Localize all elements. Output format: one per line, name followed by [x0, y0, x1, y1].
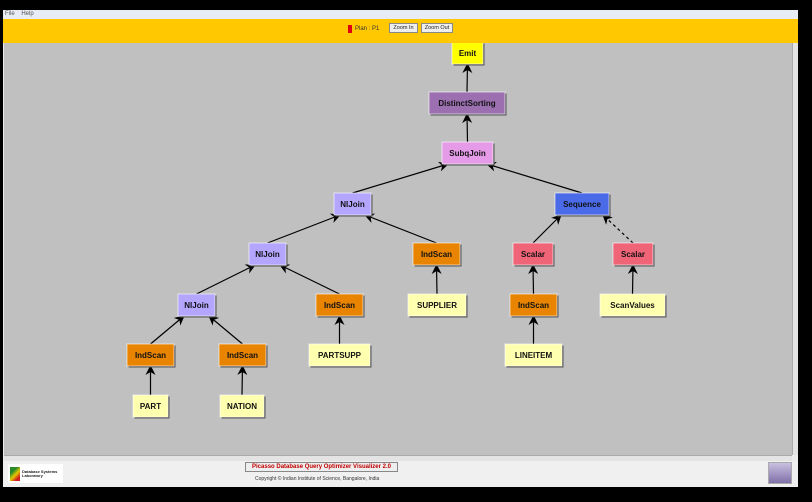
menu-file[interactable]: File [5, 11, 15, 17]
plan-edge [208, 315, 243, 345]
node-label: SUPPLIER [417, 301, 457, 310]
node-box [407, 293, 467, 317]
node-box [599, 293, 666, 317]
app-title-button[interactable]: Picasso Database Query Optimizer Visuali… [245, 462, 398, 472]
plan-edge [279, 264, 340, 295]
plan-node-sc2[interactable]: Scalar [612, 242, 655, 267]
plan-indicator: Plan : P1 [348, 25, 379, 33]
dsl-logo: Database Systems Laboratory [8, 464, 63, 483]
node-label: NlJoin [255, 250, 280, 259]
plan-node-sv[interactable]: ScanValues [599, 293, 667, 318]
plan-node-ds[interactable]: DistinctSorting [428, 91, 507, 116]
menu-help[interactable]: Help [21, 11, 34, 17]
plan-node-is_sup[interactable]: IndScan [412, 242, 462, 267]
app-window: File Help Plan : P1 Zoom In Zoom Out Emi… [3, 10, 798, 487]
node-label: Scalar [621, 250, 645, 259]
plan-node-supplier[interactable]: SUPPLIER [407, 293, 468, 318]
plan-edge [364, 213, 437, 244]
plan-edge [237, 365, 248, 396]
zoom-out-button[interactable]: Zoom Out [421, 23, 453, 33]
node-label: IndScan [135, 351, 166, 360]
plan-edge [462, 113, 473, 143]
plan-node-nj2[interactable]: NlJoin [248, 242, 288, 267]
zoom-in-button[interactable]: Zoom In [389, 23, 418, 33]
plan-edge [352, 161, 449, 194]
node-box [248, 242, 287, 266]
plan-edge [267, 213, 341, 244]
node-label: LINEITEM [515, 351, 553, 360]
plan-node-is_nat[interactable]: IndScan [218, 343, 268, 368]
plan-edge [528, 264, 539, 295]
plan-node-partsupp[interactable]: PARTSUPP [308, 343, 372, 368]
plan-edge [486, 161, 583, 194]
node-box [612, 242, 654, 266]
vertical-scrollbar[interactable] [792, 43, 798, 455]
node-label: DistinctSorting [438, 99, 495, 108]
node-label: SubqJoin [449, 149, 486, 158]
plan-edge [532, 214, 562, 244]
node-box [219, 394, 265, 418]
plan-edge [150, 315, 185, 345]
node-box [177, 293, 216, 317]
node-box [132, 394, 169, 418]
node-label: NATION [227, 402, 257, 411]
plan-node-is_part[interactable]: IndScan [126, 343, 176, 368]
node-box [428, 91, 506, 115]
plan-edge [462, 63, 473, 93]
copyright-text: Copyright © Indian Institute of Science,… [255, 476, 380, 482]
plan-node-is_ps[interactable]: IndScan [315, 293, 365, 318]
node-box [218, 343, 267, 367]
plan-node-seq[interactable]: Sequence [554, 192, 611, 217]
node-label: Scalar [521, 250, 545, 259]
menu-bar: File Help [3, 10, 798, 19]
toolbar: Plan : P1 Zoom In Zoom Out [3, 19, 798, 43]
plan-node-is_li[interactable]: IndScan [509, 293, 559, 318]
node-label: ScanValues [610, 301, 655, 310]
horizontal-scrollbar[interactable] [4, 455, 792, 461]
plan-node-sc1[interactable]: Scalar [512, 242, 555, 267]
node-label: PARTSUPP [318, 351, 362, 360]
node-label: Sequence [563, 200, 601, 209]
node-label: IndScan [227, 351, 258, 360]
node-box [504, 343, 563, 367]
node-label: IndScan [421, 250, 452, 259]
plan-edge [196, 264, 256, 295]
plan-edge [431, 264, 442, 295]
node-box [315, 293, 364, 317]
logo-text: Database Systems Laboratory [22, 468, 58, 478]
plan-label: Plan : P1 [355, 26, 380, 32]
node-label: NlJoin [184, 301, 209, 310]
iisc-logo [768, 462, 792, 484]
plan-node-sj[interactable]: SubqJoin [441, 141, 495, 166]
node-box [412, 242, 461, 266]
node-box [512, 242, 554, 266]
node-box [333, 192, 372, 216]
plan-edge [602, 214, 634, 244]
plan-node-emit[interactable]: Emit [451, 41, 485, 66]
plan-edge [627, 264, 638, 295]
plan-node-nj1[interactable]: NlJoin [333, 192, 373, 217]
node-box [126, 343, 175, 367]
node-box [308, 343, 371, 367]
plan-node-nj3[interactable]: NlJoin [177, 293, 217, 318]
node-box [441, 141, 494, 165]
footer: Database Systems Laboratory Picasso Data… [3, 461, 798, 487]
plan-node-part[interactable]: PART [132, 394, 170, 419]
plan-node-lineitem[interactable]: LINEITEM [504, 343, 564, 368]
node-box [509, 293, 558, 317]
node-label: IndScan [324, 301, 355, 310]
node-label: IndScan [518, 301, 549, 310]
node-label: PART [140, 402, 161, 411]
plan-node-nation[interactable]: NATION [219, 394, 266, 419]
node-label: Emit [459, 49, 477, 58]
node-label: NlJoin [340, 200, 365, 209]
node-box [554, 192, 610, 216]
plan-color-swatch [348, 25, 352, 33]
